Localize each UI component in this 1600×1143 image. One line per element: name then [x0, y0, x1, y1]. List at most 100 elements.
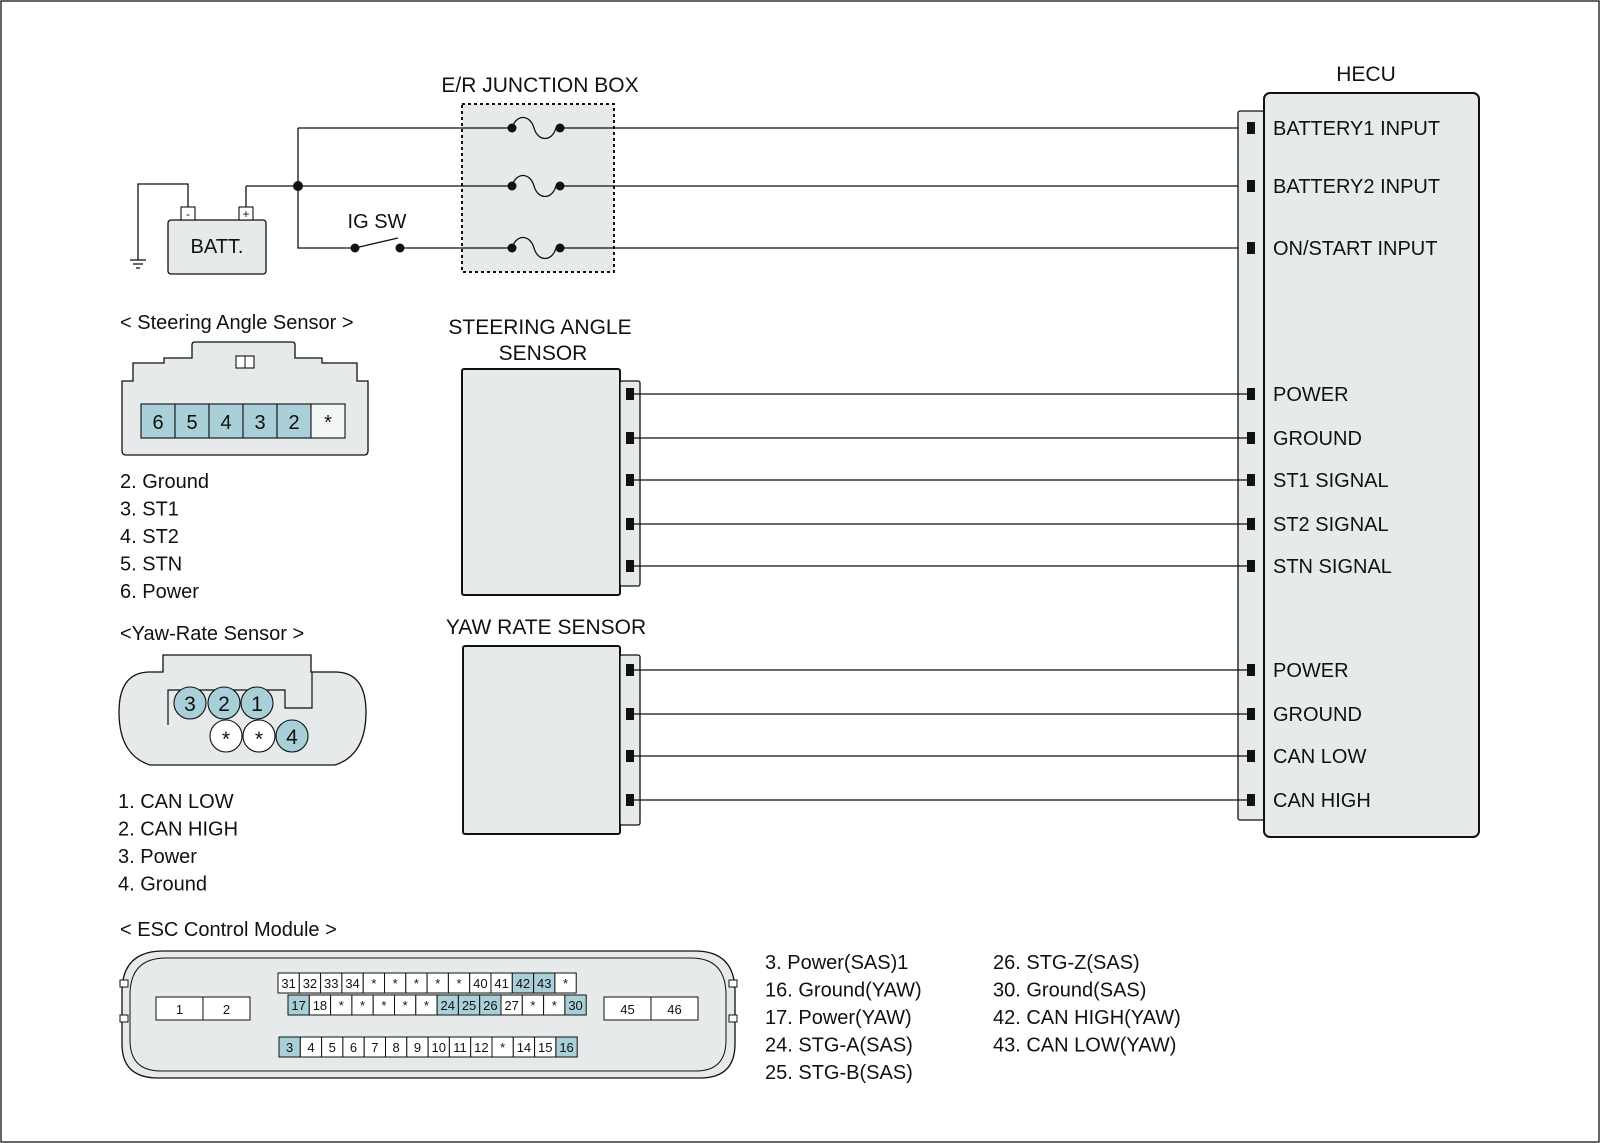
fuse-3 [507, 236, 565, 260]
esc-connector-pin-label: 42 [516, 976, 530, 991]
esc-connector-pin-label: 1 [176, 1002, 183, 1017]
sensor-terminal [626, 432, 634, 444]
esc-connector-legend-item: 24. STG-A(SAS) [765, 1035, 913, 1057]
esc-connector-pin-label: * [339, 998, 344, 1013]
hecu-terminal [1247, 664, 1255, 676]
esc-connector-pin-label: 10 [432, 1040, 446, 1055]
steering-angle-sensor-box [461, 368, 621, 596]
sas-connector-pin [242, 403, 278, 439]
hecu-terminal [1247, 794, 1255, 806]
yaw-connector-pin-label: * [255, 728, 263, 751]
yaw-connector-key-outline [167, 672, 313, 725]
hecu-pin-label: POWER [1273, 660, 1349, 682]
sas-connector-legend-item: 4. ST2 [120, 526, 179, 548]
hecu-pin-label: ON/START INPUT [1273, 238, 1437, 260]
esc-connector-inner-rim [129, 957, 727, 1072]
battery: - + BATT. [167, 206, 267, 275]
yaw-connector-strip [619, 654, 641, 826]
esc-connector-pin-label: * [381, 998, 386, 1013]
esc-connector-pin-label: 11 [453, 1040, 467, 1055]
sas-connector-pin [208, 403, 244, 439]
hecu-terminal [1247, 122, 1255, 134]
esc-connector-pin-label: 2 [223, 1002, 230, 1017]
esc-connector-pin-label: 43 [537, 976, 551, 991]
sas-connector-legend-item: 2. Ground [120, 471, 209, 493]
hecu-terminal [1247, 388, 1255, 400]
hecu-title: HECU [1336, 63, 1396, 86]
yaw-connector-pin [242, 719, 276, 753]
esc-connector-pin-label: * [424, 998, 429, 1013]
sensor-terminal [626, 388, 634, 400]
esc-connector-pin-label: * [530, 998, 535, 1013]
esc-connector-pin-label: 5 [329, 1040, 336, 1055]
yaw-connector-pin-label: 3 [184, 693, 196, 716]
ig-switch-contact-left [350, 243, 360, 253]
yaw-connector-legend-item: 2. CAN HIGH [118, 819, 238, 841]
esc-connector-pin-label: * [393, 976, 398, 991]
esc-connector-legend-item: 26. STG-Z(SAS) [993, 952, 1140, 974]
esc-connector-side-notches [119, 979, 738, 1023]
esc-connector-pin-label: 27 [504, 998, 518, 1013]
esc-connector-pin-label: 4 [307, 1040, 314, 1055]
yaw-rate-sensor-box [462, 645, 621, 835]
yaw-connector-pin-label: * [222, 728, 230, 751]
hecu-pin-label: POWER [1273, 384, 1349, 406]
esc-connector-pin-label: 18 [313, 998, 327, 1013]
yaw-connector-pin [209, 719, 243, 753]
ig-switch-label: IG SW [348, 211, 407, 233]
sas-connector-pin-label: 4 [220, 412, 231, 434]
sas-connector-pin-label: 6 [152, 412, 163, 434]
esc-connector-pin-label: 8 [393, 1040, 400, 1055]
sas-connector-pin [276, 403, 312, 439]
yaw-box-title: YAW RATE SENSOR [446, 616, 646, 639]
sensor-terminal [626, 474, 634, 486]
fuse-1 [507, 116, 565, 140]
sas-connector-legend-item: 3. ST1 [120, 499, 179, 521]
esc-connector-pin-label: 45 [620, 1002, 634, 1017]
esc-connector-pin-label: * [563, 976, 568, 991]
hecu-pin-label: BATTERY2 INPUT [1273, 176, 1440, 198]
yaw-connector-pin [173, 686, 207, 720]
esc-connector-pin-label: * [552, 998, 557, 1013]
sensor-terminal [626, 560, 634, 572]
sas-connector-pin-label: * [324, 412, 332, 434]
sas-connector-pin-label: 3 [254, 412, 265, 434]
esc-connector-pin-label: 26 [483, 998, 497, 1013]
esc-connector-title: < ESC Control Module > [120, 919, 337, 941]
ig-switch-contact-right [395, 243, 405, 253]
sensor-terminal [626, 664, 634, 676]
esc-connector-legend-item: 30. Ground(SAS) [993, 980, 1146, 1002]
esc-connector-pin-label: 32 [303, 976, 317, 991]
battery-positive-terminal: + [242, 207, 249, 221]
hecu-pin-label: CAN LOW [1273, 746, 1366, 768]
esc-connector-pin-label: 7 [371, 1040, 378, 1055]
hecu-pin-label: ST2 SIGNAL [1273, 514, 1389, 536]
junction-box [461, 103, 615, 273]
battery-label: BATT. [191, 236, 244, 258]
esc-connector-pin-label: 9 [414, 1040, 421, 1055]
esc-connector-pin-label: 41 [494, 976, 508, 991]
esc-connector-pin-label: 25 [462, 998, 476, 1013]
hecu-terminal [1247, 518, 1255, 530]
hecu-pin-label: GROUND [1273, 704, 1362, 726]
esc-connector-pin-label: * [403, 998, 408, 1013]
sas-connector-pin [140, 403, 176, 439]
yaw-connector-pin [275, 719, 309, 753]
sas-connector-pin [174, 403, 210, 439]
esc-connector-pin-label: * [457, 976, 462, 991]
junction-dot [293, 181, 303, 191]
esc-connector-legend-item: 42. CAN HIGH(YAW) [993, 1007, 1181, 1029]
hecu-terminal [1247, 750, 1255, 762]
esc-connector-pin-label: * [371, 976, 376, 991]
battery-negative-terminal: - [186, 207, 190, 221]
esc-connector-pin-label: 31 [281, 976, 295, 991]
hecu-terminal [1247, 180, 1255, 192]
esc-connector-pin-label: 6 [350, 1040, 357, 1055]
esc-connector-pin [554, 972, 577, 994]
